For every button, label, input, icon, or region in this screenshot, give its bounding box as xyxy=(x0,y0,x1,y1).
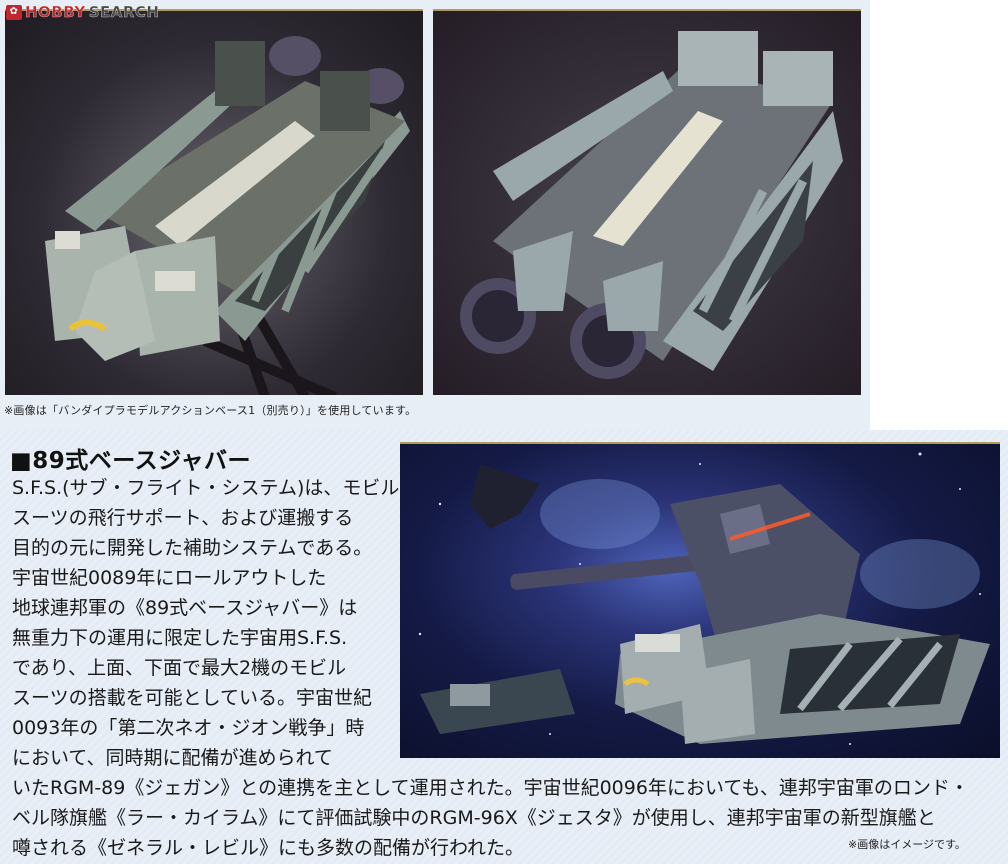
photo-top-left xyxy=(5,9,423,395)
article-line: 無重力下の運用に限定した宇宙用S.F.S. xyxy=(12,627,348,649)
space-scene-illustration xyxy=(418,452,990,745)
article-body: S.F.S.(サブ・フライト・システム)は、モビル スーツの飛行サポート、および… xyxy=(12,473,969,863)
article-line: スーツの飛行サポート、および運搬する xyxy=(12,507,354,529)
article-line: 地球連邦軍の《89式ベースジャバー》は xyxy=(12,597,358,619)
article-line: であり、上面、下面で最大2機のモビル xyxy=(12,657,347,679)
article-line: 目的の元に開発した補助システムである。 xyxy=(12,537,373,559)
article-line: 宇宙世紀0089年にロールアウトした xyxy=(12,567,327,589)
hobby-search-logo-icon: ✿ xyxy=(6,4,22,20)
ship-rear-view-illustration xyxy=(460,31,843,379)
logo-brand-search: SEARCH xyxy=(88,3,160,21)
logo-brand-hobby: HOBBY xyxy=(25,3,86,21)
article-line: において、同時期に配備が進められて xyxy=(12,747,333,769)
hobby-search-logo: ✿ HOBBY SEARCH xyxy=(6,3,160,21)
article-line: 噂される《ゼネラル・レビル》にも多数の配備が行われた。 xyxy=(12,837,525,859)
article-line: ベル隊旗艦《ラー・カイラム》にて評価試験中のRGM-96X《ジェスタ》が使用し、… xyxy=(12,807,936,829)
article-line: S.F.S.(サブ・フライト・システム)は、モビル xyxy=(12,477,400,499)
photo-caption-top: ※画像は「バンダイプラモデルアクションベース1（別売り）」を使用しています。 xyxy=(4,404,417,417)
article-heading: ■89式ベースジャバー xyxy=(10,448,251,474)
photo-bottom-right xyxy=(400,442,1000,758)
article-line: 0093年の「第二次ネオ・ジオン戦争」時 xyxy=(12,717,365,739)
article-line: いたRGM-89《ジェガン》との連携を主として運用された。宇宙世紀0096年にお… xyxy=(12,777,969,799)
photo-caption-bottom: ※画像はイメージです。 xyxy=(848,838,966,851)
ship-front-view-illustration xyxy=(45,36,410,395)
article-line: スーツの搭載を可能としている。宇宙世紀 xyxy=(12,687,373,709)
photo-top-right xyxy=(433,9,861,395)
